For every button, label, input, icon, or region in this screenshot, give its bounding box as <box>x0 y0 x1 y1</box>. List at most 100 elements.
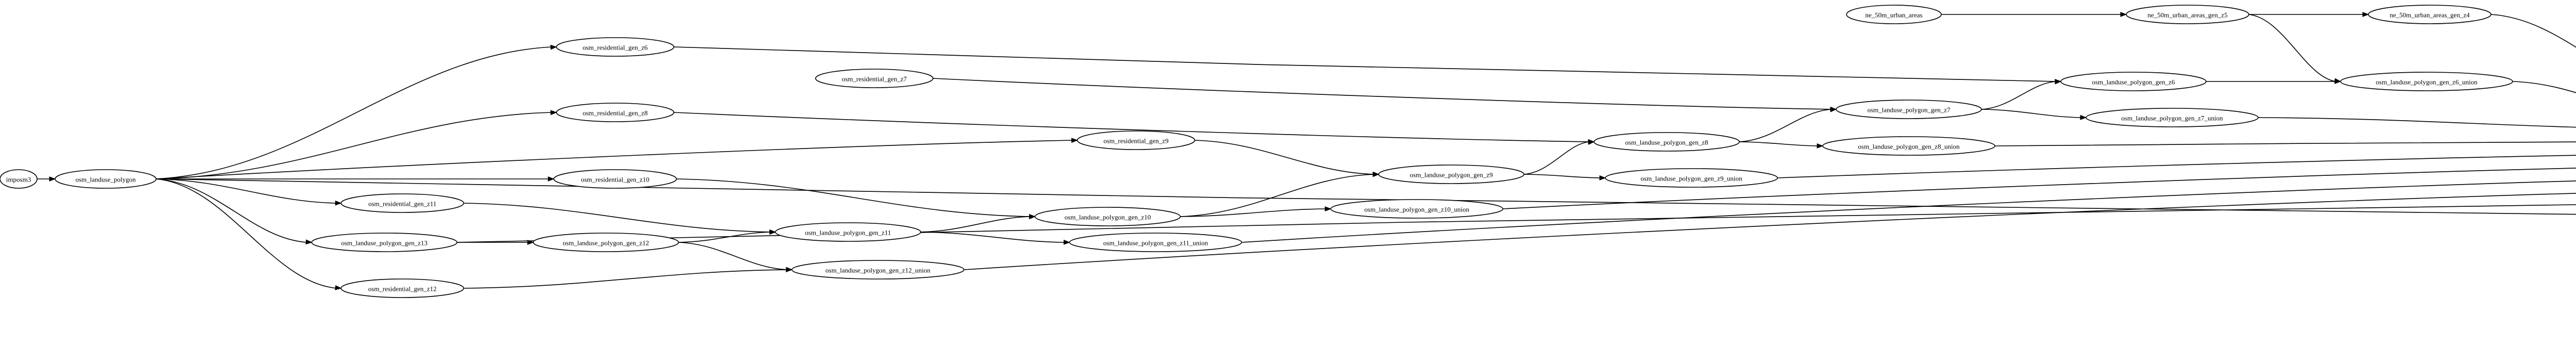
graph-node-ne_50m_urban_areas_gen_z4[interactable]: ne_50m_urban_areas_gen_z4 <box>2368 5 2492 24</box>
graph-edge <box>156 178 308 243</box>
graph-edge <box>673 112 1590 142</box>
node-shape <box>0 169 38 189</box>
node-label: ne_50m_urban_areas_gen_z4 <box>2389 11 2470 19</box>
graph-node-osm_landuse_polygon_gen_z9_union[interactable]: osm_landuse_polygon_gen_z9_union <box>1605 168 1778 188</box>
graph-node-ne_50m_urban_areas[interactable]: ne_50m_urban_areas <box>1846 5 1942 24</box>
node-label: osm_residential_gen_z11 <box>368 200 436 208</box>
graph-node-osm_landuse_polygon_gen_z6[interactable]: osm_landuse_polygon_gen_z6 <box>2060 72 2207 91</box>
graph-node-ne_50m_urban_areas_gen_z5[interactable]: ne_50m_urban_areas_gen_z5 <box>2126 5 2249 24</box>
edge-arrowhead <box>1029 214 1036 220</box>
graph-node-imposm3[interactable]: imposm3 <box>0 169 38 189</box>
graph-edge <box>920 232 1065 243</box>
node-shape <box>1836 100 1982 119</box>
node-shape <box>341 193 464 213</box>
graph-edge <box>2258 117 2576 128</box>
graph-node-osm_landuse_polygon_gen_z7[interactable]: osm_landuse_polygon_gen_z7 <box>1836 100 1982 119</box>
edge-arrowhead <box>1830 107 1837 112</box>
node-label: osm_residential_gen_z7 <box>842 75 907 83</box>
graph-node-osm_residential_gen_z12[interactable]: osm_residential_gen_z12 <box>341 278 464 298</box>
node-label: osm_residential_gen_z9 <box>1104 137 1168 145</box>
graph-node-osm_landuse_polygon_gen_z7_union[interactable]: osm_landuse_polygon_gen_z7_union <box>2086 108 2259 127</box>
edge-arrowhead <box>1372 172 1380 177</box>
node-shape <box>1077 130 1195 150</box>
graph-node-osm_landuse_polygon_gen_z6_union[interactable]: osm_landuse_polygon_gen_z6_union <box>2340 72 2513 91</box>
graph-node-osm_landuse_polygon_gen_z8_union[interactable]: osm_landuse_polygon_gen_z8_union <box>1822 136 1995 156</box>
graph-node-osm_landuse_polygon_gen_z10[interactable]: osm_landuse_polygon_gen_z10 <box>1035 207 1181 226</box>
graph-node-osm_landuse_polygon_gen_z9[interactable]: osm_landuse_polygon_gen_z9 <box>1378 164 1524 184</box>
graph-node-osm_landuse_polygon_gen_z10_union[interactable]: osm_landuse_polygon_gen_z10_union <box>1330 199 1503 219</box>
node-shape <box>2368 5 2492 24</box>
node-shape <box>1605 168 1778 188</box>
node-shape <box>2086 108 2259 127</box>
edge-arrowhead <box>1071 138 1078 143</box>
graph-edge <box>963 193 2576 270</box>
graph-node-osm_landuse_polygon[interactable]: osm_landuse_polygon <box>55 169 157 189</box>
node-label: osm_landuse_polygon_gen_z8 <box>1625 139 1708 146</box>
edge-arrowhead <box>1588 140 1595 145</box>
node-label: osm_residential_gen_z10 <box>581 176 650 184</box>
graph-edge <box>1194 140 1375 175</box>
node-label: osm_residential_gen_z8 <box>583 109 648 117</box>
edge-arrowhead <box>2362 12 2369 17</box>
graph-node-osm_landuse_polygon_gen_z12_union[interactable]: osm_landuse_polygon_gen_z12_union <box>791 260 964 279</box>
node-shape <box>2060 72 2207 91</box>
graph-edge <box>1739 109 1832 142</box>
graph-edge <box>678 232 771 243</box>
graph-node-osm_landuse_polygon_gen_z12[interactable]: osm_landuse_polygon_gen_z12 <box>533 233 679 252</box>
graph-node-osm_residential_gen_z8[interactable]: osm_residential_gen_z8 <box>556 103 674 122</box>
graph-edge <box>463 203 771 233</box>
node-label: osm_residential_gen_z6 <box>583 44 648 52</box>
edge-arrowhead <box>2080 114 2087 120</box>
graph-edge <box>1981 81 2057 110</box>
node-label: osm_landuse_polygon <box>76 176 136 184</box>
node-shape <box>2126 5 2249 24</box>
graph-edge <box>2248 14 2336 82</box>
edge-arrowhead <box>1325 206 1332 212</box>
graph-edge <box>1502 168 2576 209</box>
edge-arrowhead <box>786 267 793 272</box>
graph-edge <box>156 178 337 204</box>
graph-edge <box>678 242 788 270</box>
edge-arrowhead <box>2120 12 2127 17</box>
edge-arrowhead <box>769 229 776 235</box>
node-shape <box>556 37 674 57</box>
graph-node-osm_residential_gen_z11[interactable]: osm_residential_gen_z11 <box>341 193 464 213</box>
node-label: osm_landuse_polygon_gen_z10 <box>1064 213 1151 221</box>
node-label: osm_landuse_polygon_gen_z6 <box>2092 78 2175 86</box>
edge-arrowhead <box>1063 239 1071 245</box>
node-label: osm_residential_gen_z12 <box>368 285 437 293</box>
node-label: osm_landuse_polygon_gen_z12 <box>563 239 649 247</box>
graph-edge <box>1981 109 2082 118</box>
node-label: osm_landuse_polygon_gen_z10_union <box>1364 206 1469 213</box>
node-label: osm_landuse_polygon_gen_z12_union <box>825 267 930 274</box>
node-shape <box>1330 199 1503 219</box>
graph-node-osm_residential_gen_z6[interactable]: osm_residential_gen_z6 <box>556 37 674 57</box>
graph-node-osm_residential_gen_z7[interactable]: osm_residential_gen_z7 <box>815 69 934 88</box>
graph-edge <box>156 46 552 179</box>
node-shape <box>791 260 964 279</box>
graph-node-osm_residential_gen_z10[interactable]: osm_residential_gen_z10 <box>553 169 677 189</box>
node-shape <box>1594 132 1740 152</box>
graph-edge <box>1241 180 2576 243</box>
edge-arrowhead <box>335 200 342 206</box>
node-label: osm_landuse_polygon_gen_z9 <box>1410 171 1493 179</box>
node-shape <box>311 233 457 252</box>
graph-node-osm_landuse_polygon_gen_z11[interactable]: osm_landuse_polygon_gen_z11 <box>775 222 921 242</box>
node-shape <box>341 278 464 298</box>
edge-arrowhead <box>2055 79 2062 85</box>
graph-node-osm_landuse_polygon_gen_z8[interactable]: osm_landuse_polygon_gen_z8 <box>1594 132 1740 152</box>
edge-arrowhead <box>1817 143 1824 149</box>
edge-arrowhead <box>49 176 56 182</box>
node-shape <box>2340 72 2513 91</box>
graph-edge <box>1777 155 2576 178</box>
graph-edge <box>1180 174 1375 217</box>
node-label: osm_landuse_polygon_gen_z9_union <box>1640 175 1742 183</box>
node-label: osm_landuse_polygon_gen_z7 <box>1867 106 1951 114</box>
graph-edge <box>920 216 1031 233</box>
graph-edge <box>1739 141 1819 146</box>
graph-node-osm_residential_gen_z9[interactable]: osm_residential_gen_z9 <box>1077 130 1195 150</box>
node-label: imposm3 <box>6 176 31 184</box>
graph-node-osm_landuse_polygon_gen_z13[interactable]: osm_landuse_polygon_gen_z13 <box>311 233 457 252</box>
graph-node-osm_landuse_polygon_gen_z11_union[interactable]: osm_landuse_polygon_gen_z11_union <box>1069 233 1242 252</box>
